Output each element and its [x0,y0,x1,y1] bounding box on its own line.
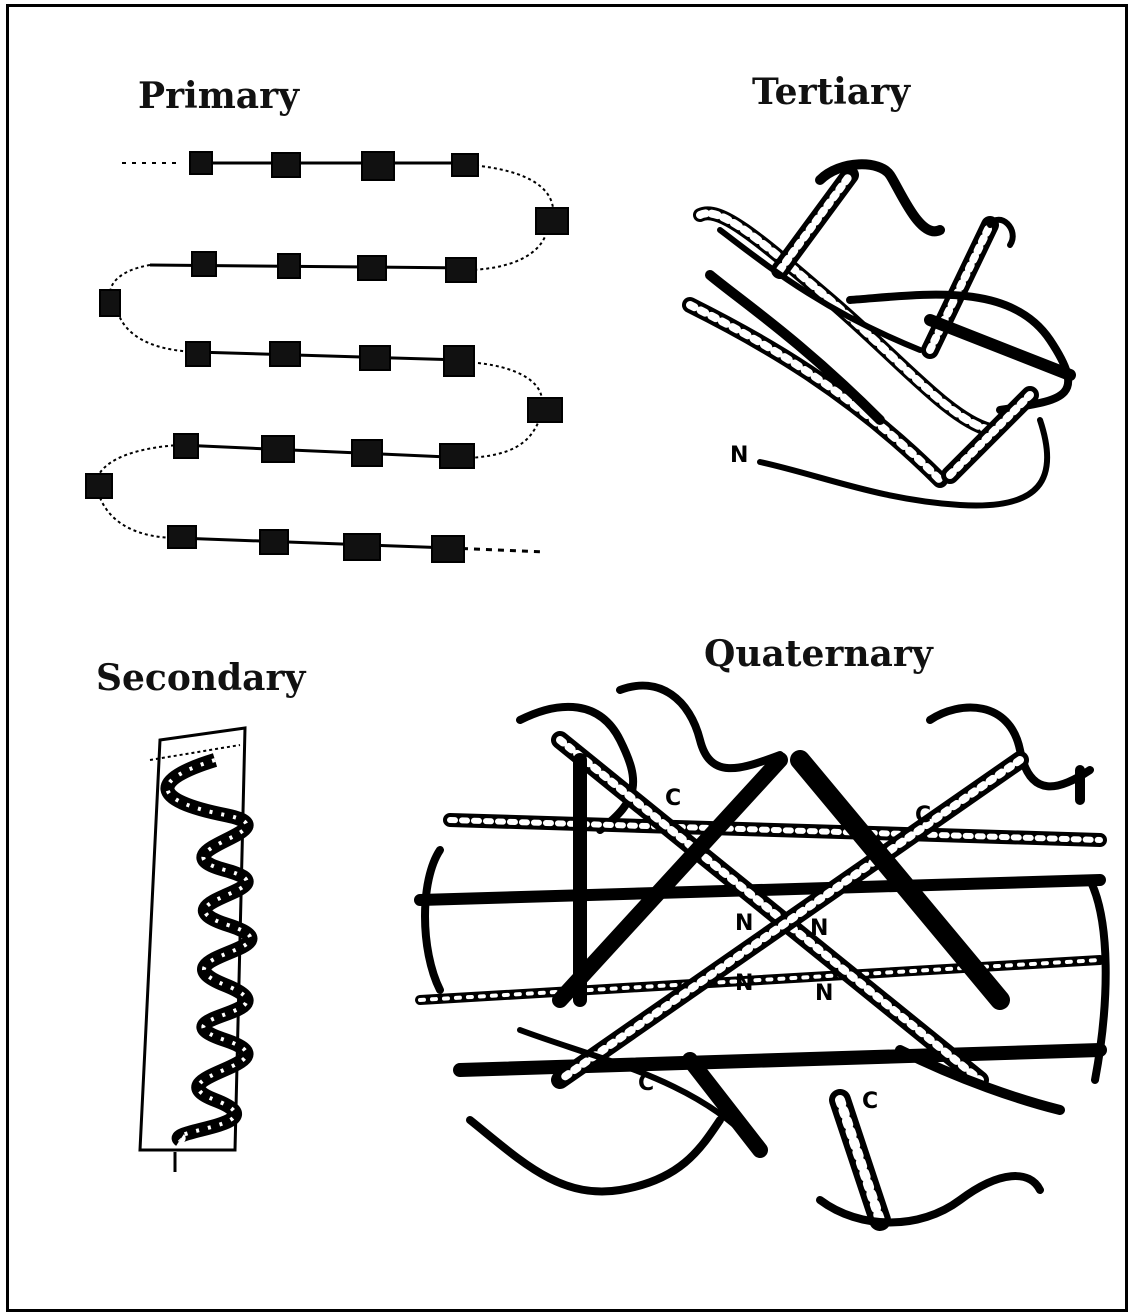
quaternary-label-n-3: N [735,971,753,996]
secondary-helix [140,728,250,1172]
quaternary-label-n-1: N [735,911,753,936]
quaternary-ribbons [420,686,1106,1223]
tertiary-n-terminus-label: N [730,443,748,468]
quaternary-label-c-3: C [638,1071,654,1096]
quaternary-label-n-4: N [815,981,833,1006]
quaternary-label-n-2: N [810,916,828,941]
quaternary-label-c-2: C [915,803,931,828]
quaternary-label-c-4: C [862,1089,878,1114]
primary-structure-chain [96,163,553,552]
quaternary-label-c-1: C [665,786,681,811]
